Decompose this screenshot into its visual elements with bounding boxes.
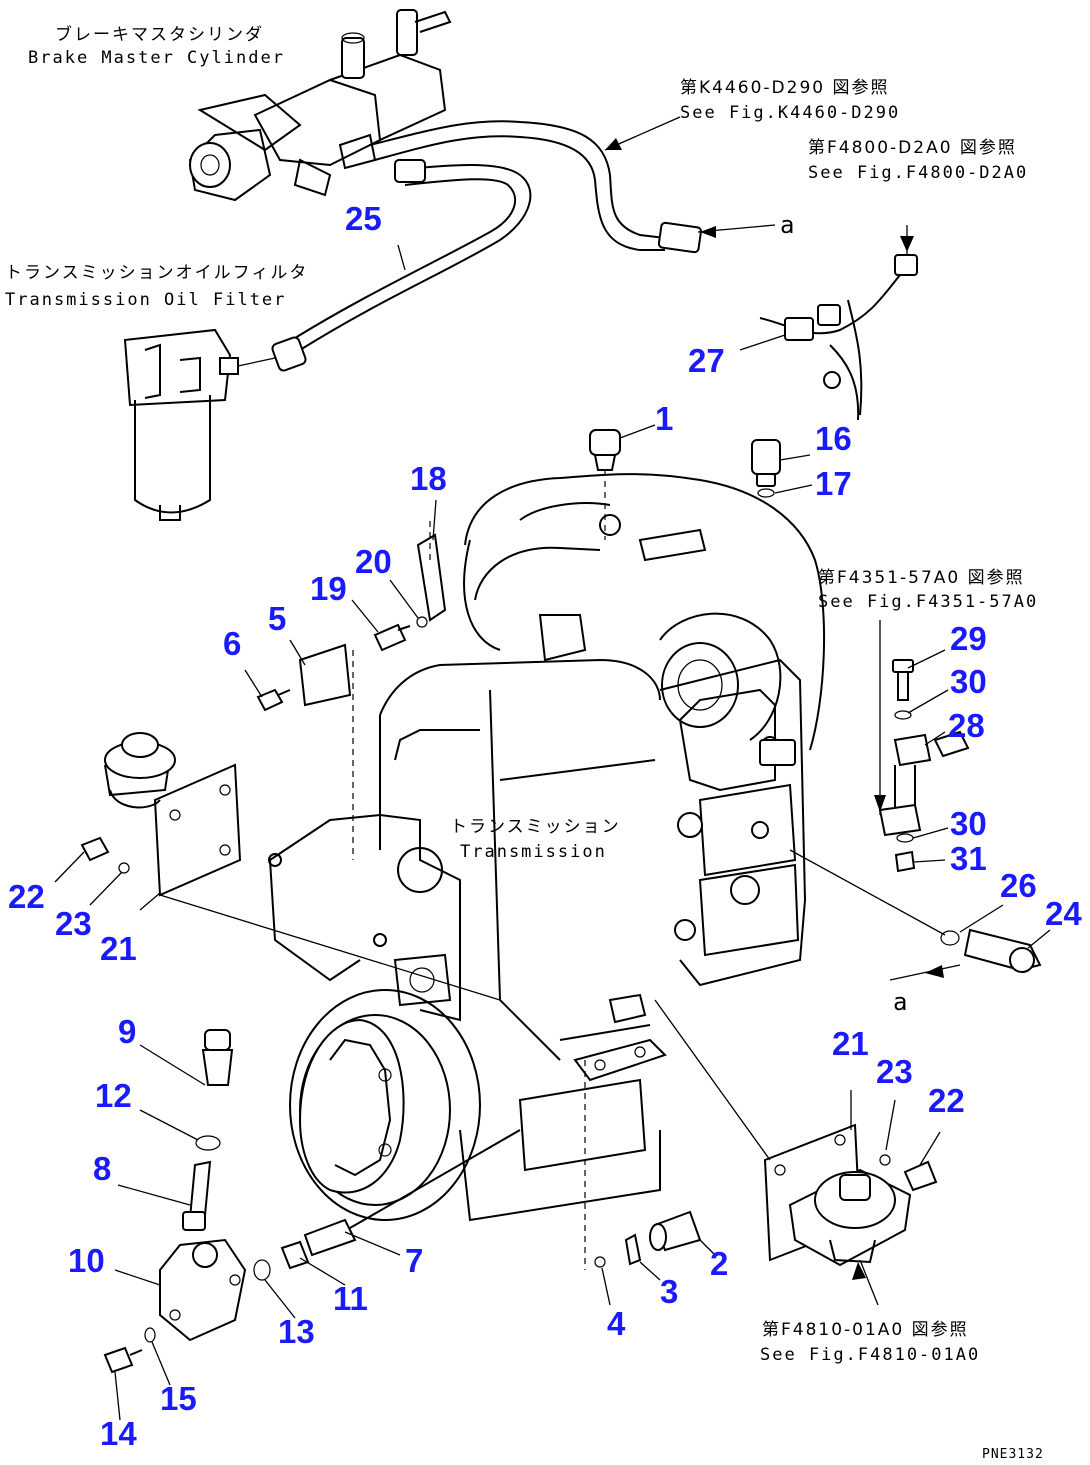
callout-17: 17 [815, 465, 852, 502]
cover-plate-part-5 [298, 643, 354, 860]
label-oil-filter-jp: トランスミッションオイルフィルタ [5, 263, 308, 283]
callout-19: 19 [310, 570, 347, 607]
callout-24: 24 [1045, 895, 1082, 932]
callout-25: 25 [345, 200, 382, 237]
hose-assembly-upper [271, 116, 776, 372]
ref-f4810-en: See Fig.F4810-01A0 [760, 1345, 980, 1365]
callout-15: 15 [160, 1380, 197, 1417]
label-oil-filter-en: Transmission Oil Filter [5, 290, 286, 310]
ref-f4800-jp: 第F4800-D2A0 図参照 [808, 138, 1017, 158]
bolt-part-6 [256, 688, 291, 712]
connector-mark-a-top: a [780, 211, 796, 239]
callout-13: 13 [278, 1313, 315, 1350]
callout-28: 28 [948, 707, 985, 744]
callout-6: 6 [223, 625, 241, 662]
callout-10: 10 [68, 1242, 105, 1279]
ref-f4351-en: See Fig.F4351-57A0 [818, 592, 1038, 612]
bolt-part-19 [373, 616, 428, 652]
callout-22-left: 22 [8, 878, 45, 915]
plug-part-2 [649, 1210, 702, 1252]
tube-part-8 [182, 1160, 212, 1231]
right-mount-part-21 [654, 999, 938, 1306]
callout-29: 29 [950, 620, 987, 657]
ref-k4460-en: See Fig.K4460-D290 [680, 103, 900, 123]
connector-marks: a a [780, 211, 909, 1016]
fitting-part-9 [195, 1029, 234, 1151]
ref-f4800-en: See Fig.F4800-D2A0 [808, 163, 1028, 183]
bolt-part-29 [892, 659, 914, 720]
callout-20: 20 [355, 543, 392, 580]
fitting-part-24 [789, 849, 1042, 981]
callout-3: 3 [660, 1273, 678, 1310]
ref-k4460-jp: 第K4460-D290 図参照 [680, 78, 890, 98]
transmission-body [268, 473, 826, 1222]
wiring-harness [759, 225, 918, 421]
callout-21-right: 21 [832, 1025, 869, 1062]
callout-23-right: 23 [876, 1053, 913, 1090]
callout-31: 31 [950, 840, 987, 877]
left-mount-part-21 [80, 732, 501, 1001]
ref-f4351-jp: 第F4351-57A0 図参照 [818, 568, 1025, 588]
drawing-id: PNE3132 [982, 1447, 1044, 1462]
callout-18: 18 [410, 460, 447, 497]
callout-16: 16 [815, 420, 852, 457]
valve-part-10 [159, 1238, 247, 1342]
brake-master-cylinder [188, 9, 452, 202]
leader-lines [54, 244, 1051, 1421]
label-brake-master-cylinder-jp: ブレーキマスタシリンダ [55, 24, 264, 45]
figure-references: 第K4460-D290 図参照 See Fig.K4460-D290 第F480… [680, 78, 1038, 1365]
callout-27: 27 [688, 342, 725, 379]
callout-5: 5 [268, 600, 286, 637]
callout-11: 11 [333, 1280, 368, 1317]
connector-mark-a-bottom: a [893, 988, 909, 1016]
callout-21-left: 21 [100, 930, 137, 967]
clamp-part-28 [874, 620, 970, 873]
callout-22-right: 22 [928, 1082, 965, 1119]
bolt-part-14 [103, 1327, 156, 1374]
callout-2: 2 [710, 1245, 728, 1282]
callout-9: 9 [118, 1013, 136, 1050]
transmission-oil-filter [123, 328, 276, 521]
label-brake-master-cylinder-en: Brake Master Cylinder [28, 48, 285, 68]
callout-26: 26 [1000, 867, 1037, 904]
callout-23-left: 23 [55, 905, 92, 942]
japanese-english-labels: ブレーキマスタシリンダ Brake Master Cylinder トランスミッ… [5, 24, 621, 862]
label-transmission-en: Transmission [460, 842, 607, 862]
callout-8: 8 [93, 1150, 111, 1187]
callout-30-upper: 30 [950, 663, 987, 700]
breather-part-1 [589, 429, 621, 540]
callout-14: 14 [100, 1415, 137, 1452]
callout-4: 4 [607, 1305, 626, 1342]
callout-numbers: 1 2 3 4 5 6 7 8 9 10 11 12 13 14 15 16 1… [8, 200, 1082, 1452]
label-transmission-jp: トランスミッション [450, 817, 621, 837]
pressure-switch-part-16 [751, 439, 781, 498]
bracket-part-18 [416, 520, 447, 622]
ref-f4810-jp: 第F4810-01A0 図参照 [762, 1320, 969, 1340]
callout-30-lower: 30 [950, 805, 987, 842]
callout-7: 7 [405, 1242, 423, 1279]
parts-3-4 [584, 1060, 642, 1270]
fitting-part-11 [253, 1129, 521, 1281]
callout-12: 12 [95, 1077, 132, 1114]
callout-1: 1 [655, 400, 673, 437]
